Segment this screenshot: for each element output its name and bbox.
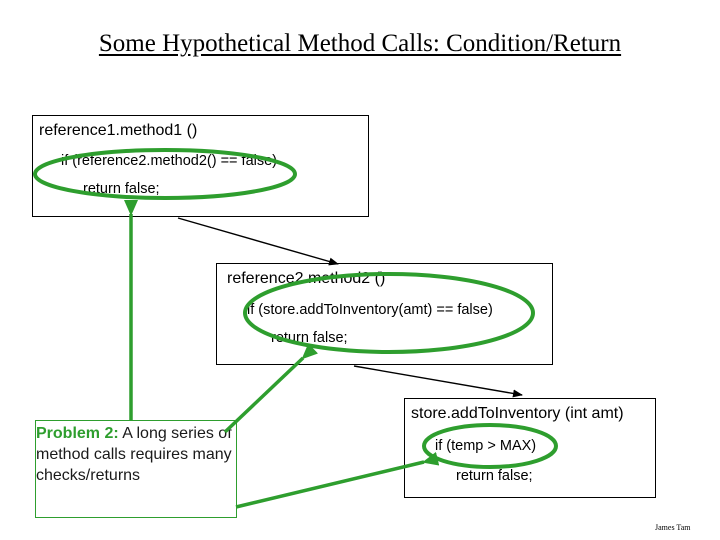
call-arrow-method1-to-method2 — [177, 217, 339, 266]
method1-box: reference1.method1 () if (reference2.met… — [32, 115, 369, 217]
call-arrow-method2-to-add-to-inventory — [353, 365, 523, 398]
method2-condition: if (store.addToInventory(amt) == false) — [247, 302, 493, 318]
problem-callout: Problem 2: A long series of method calls… — [35, 420, 237, 518]
method1-condition: if (reference2.method2() == false) — [61, 153, 277, 169]
author-credit: James Tam — [655, 523, 691, 532]
add-to-inventory-return: return false; — [456, 468, 533, 484]
method1-return: return false; — [83, 181, 160, 197]
add-to-inventory-header: store.addToInventory (int amt) — [411, 405, 624, 422]
problem-label: Problem 2: — [36, 425, 119, 442]
method2-box: reference2.method2 () if (store.addToInv… — [216, 263, 553, 365]
problem-text: Problem 2: A long series of method calls… — [36, 423, 236, 486]
problem-description: A long series of method calls requires m… — [36, 425, 232, 484]
add-to-inventory-box: store.addToInventory (int amt) if (temp … — [404, 398, 656, 498]
method2-header: reference2.method2 () — [227, 270, 386, 287]
add-to-inventory-condition: if (temp > MAX) — [435, 438, 537, 454]
pointer-to-add-to-inventory — [235, 451, 440, 509]
method1-header: reference1.method1 () — [39, 122, 198, 139]
method2-return: return false; — [271, 330, 348, 346]
slide-title: Some Hypothetical Method Calls: Conditio… — [98, 30, 622, 57]
